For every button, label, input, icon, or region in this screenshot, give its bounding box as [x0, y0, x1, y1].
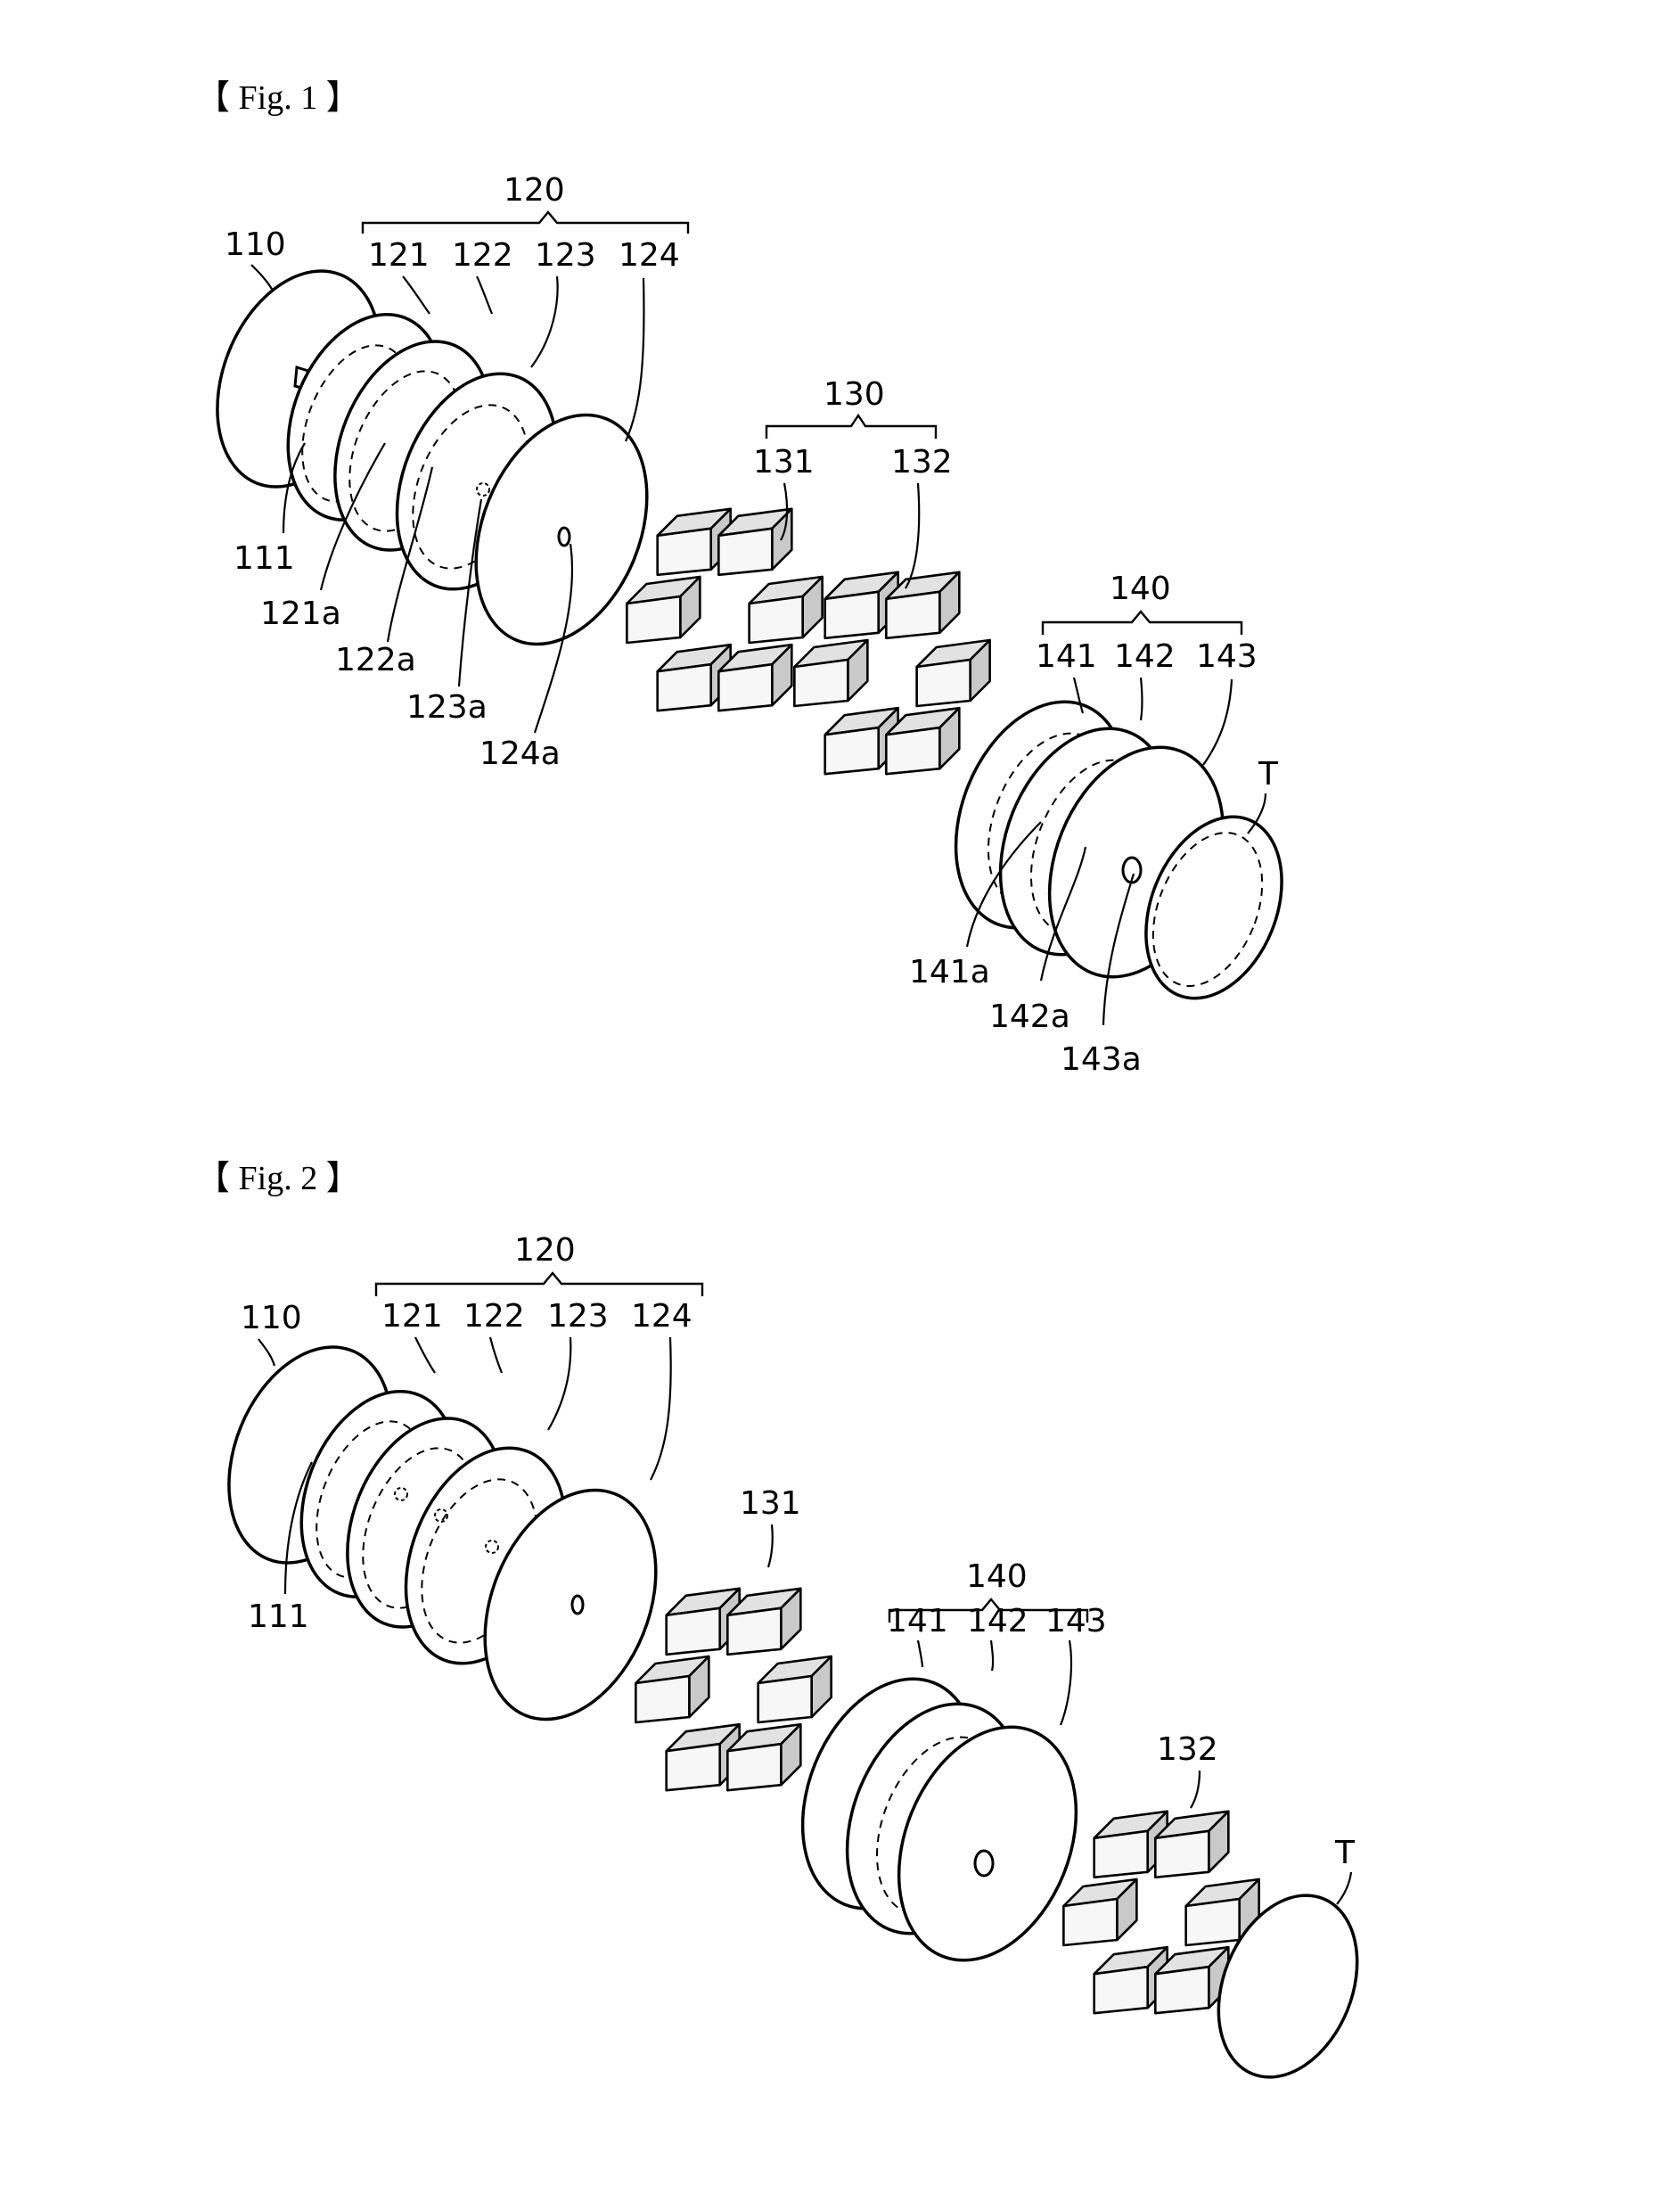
magnet-block [627, 577, 700, 643]
part-131-magnet-ring [627, 509, 822, 711]
label-142: 142 [1114, 638, 1176, 675]
label-123: 123 [535, 237, 596, 274]
label-132: 132 [1157, 1731, 1218, 1768]
magnet-block [1063, 1879, 1136, 1945]
label-121: 121 [381, 1298, 443, 1335]
label-T: T [1334, 1835, 1356, 1871]
label-T: T [1258, 756, 1279, 793]
label-124: 124 [619, 237, 680, 274]
label-140: 140 [966, 1558, 1028, 1595]
magnet-block [917, 640, 990, 706]
label-131: 131 [740, 1485, 801, 1522]
brace-140 [1043, 612, 1242, 635]
label-141: 141 [1036, 638, 1097, 675]
label-120: 120 [514, 1232, 576, 1269]
magnet-block [635, 1656, 709, 1722]
label-140: 140 [1110, 571, 1171, 607]
brace-130 [766, 415, 936, 439]
label-122a: 122a [335, 642, 416, 678]
label-141: 141 [887, 1603, 948, 1639]
label-143a: 143a [1061, 1041, 1142, 1078]
label-143: 143 [1196, 638, 1258, 675]
label-123: 123 [547, 1298, 609, 1335]
magnet-block [794, 640, 867, 706]
label-111: 111 [248, 1598, 309, 1635]
label-121: 121 [368, 237, 430, 274]
label-120: 120 [504, 172, 565, 209]
label-132: 132 [891, 444, 953, 481]
magnet-block [758, 1656, 832, 1722]
label-131: 131 [753, 444, 815, 481]
figure-2: 110 120 121 122 123 124 111 131 140 141 … [199, 1232, 1383, 2098]
label-143: 143 [1045, 1603, 1107, 1639]
label-121a: 121a [260, 596, 341, 632]
label-130: 130 [824, 376, 885, 413]
label-122: 122 [463, 1298, 525, 1335]
label-123a: 123a [406, 689, 488, 726]
label-111: 111 [234, 540, 295, 577]
label-122: 122 [452, 237, 513, 274]
brace-120 [376, 1273, 702, 1296]
label-110: 110 [225, 226, 286, 263]
label-141a: 141a [909, 954, 990, 990]
label-142a: 142a [989, 998, 1070, 1035]
label-142: 142 [967, 1603, 1028, 1639]
label-124: 124 [631, 1298, 692, 1335]
part-131-magnet-ring [635, 1589, 831, 1790]
label-110: 110 [241, 1300, 302, 1336]
label-124a: 124a [479, 735, 561, 772]
figure-1: 110 120 121 122 123 124 111 121a 122a 12… [187, 172, 1307, 1078]
brace-120 [363, 212, 688, 234]
magnet-block [750, 577, 823, 643]
part-132-magnet-ring [794, 572, 989, 774]
